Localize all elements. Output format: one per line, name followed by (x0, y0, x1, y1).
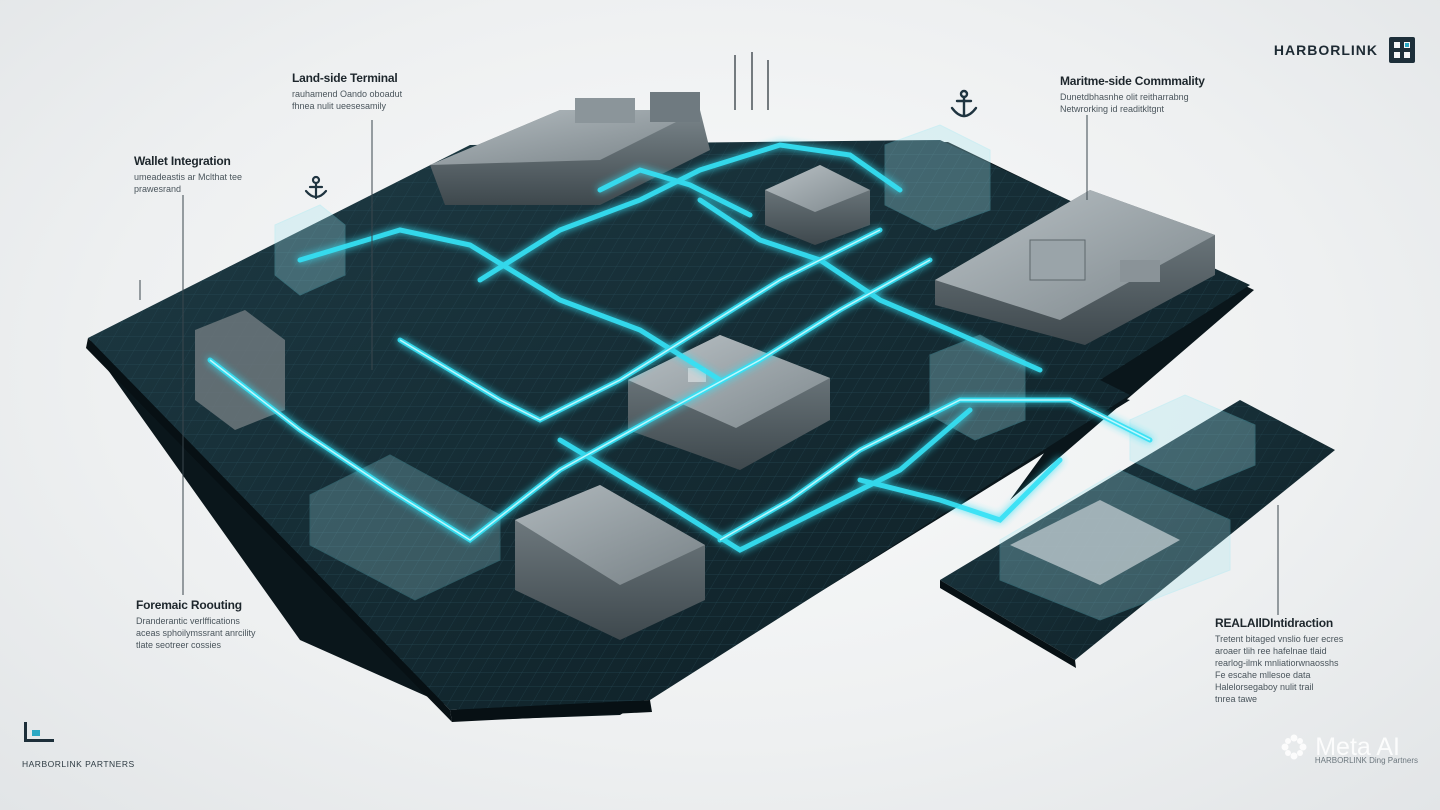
callout-forensic-routing: Foremaic Roouting Dranderantic verlffica… (136, 598, 256, 651)
callout-realtime-interaction: REALAIlDIntidraction Tretent bitaged vns… (1215, 616, 1343, 705)
watermark-text: Meta AI (1315, 732, 1400, 761)
footer-partners: HARBORLINK PARTNERS (22, 720, 135, 769)
partners-logo-icon (24, 722, 54, 742)
anchor-icon (304, 175, 328, 200)
callout-text: umeadeastis ar Mclthat tee prawesrand (134, 172, 243, 194)
partners-name: HARBORLINK PARTNERS (22, 759, 135, 769)
callout-title: Wallet Integration (134, 154, 231, 168)
meta-ai-watermark: Meta AI HARBORLINK Ding Partners (1279, 732, 1418, 765)
callout-title: Foremaic Roouting (136, 598, 242, 612)
callout-title: Maritme-side Commmality (1060, 74, 1205, 88)
callout-maritime-side: Maritme-side Commmality Dunetdbhasnhe ol… (1060, 74, 1205, 115)
callout-text: Tretent bitaged vnslio fuer ecres aroaer… (1215, 634, 1344, 704)
callout-leader-lines (139, 115, 1279, 615)
brand-header: HARBORLINK (1274, 36, 1416, 64)
callout-title: REALAIlDIntidraction (1215, 616, 1333, 630)
callout-text: Dunetdbhasnhe olit reitharrabng Netwrork… (1060, 92, 1189, 114)
buildings (195, 52, 1256, 640)
watermark-subtext: HARBORLINK Ding Partners (1314, 756, 1418, 765)
callout-landside-terminal: Land-side Terminal rauhamend Oando oboad… (292, 71, 402, 112)
callout-title: Land-side Terminal (292, 71, 398, 85)
callout-wallet-integration: Wallet Integration umeadeastis ar Mcltha… (134, 154, 242, 195)
brand-name: HARBORLINK (1273, 42, 1378, 58)
callout-text: rauhamend Oando oboadut fhnea nulit uees… (292, 89, 403, 111)
harborlink-logo-icon (1389, 37, 1415, 63)
anchor-icon (950, 89, 978, 118)
callout-text: Dranderantic verlffications aceas sphoil… (136, 616, 256, 650)
meta-ai-flower-icon (1281, 734, 1307, 760)
